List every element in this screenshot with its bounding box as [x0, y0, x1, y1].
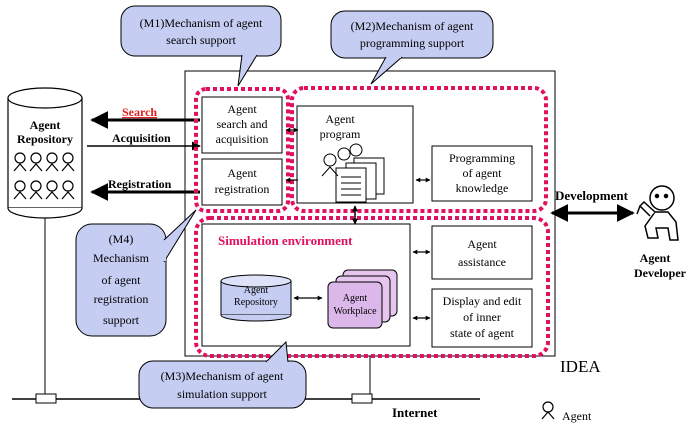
repository-agent-icon	[45, 152, 59, 172]
inner-repo-line1: Agent	[244, 285, 269, 296]
workplace-line1: Agent	[343, 293, 368, 304]
search-registration-group	[194, 87, 290, 213]
registration-line1: Agent	[227, 166, 257, 180]
callout-m3: (M3)Mechanism of agent simulation suppor…	[138, 340, 307, 409]
programming-line3: knowledge	[456, 181, 509, 195]
display-line1: Display and edit	[443, 294, 522, 308]
repository-agent-icons	[13, 152, 75, 200]
registration-box	[201, 158, 283, 206]
m4-line4: registration	[94, 292, 149, 306]
assistance-line1: Agent	[467, 237, 497, 251]
repository-agent-icon	[61, 152, 75, 172]
assistance-box	[431, 225, 533, 280]
internet-label: Internet	[392, 405, 438, 420]
m4-line5: support	[103, 313, 140, 327]
program-line1: Agent	[325, 112, 355, 126]
display-line2: of inner	[463, 310, 501, 324]
agent-workplace: Agent Workplace	[327, 269, 398, 329]
m1-line2: search support	[166, 33, 236, 47]
search-acq-line1: Agent	[227, 102, 257, 116]
search-acq-line2: search and	[217, 117, 268, 131]
agent-developer-icon	[636, 185, 679, 241]
idea-label: IDEA	[560, 357, 601, 376]
simulation-title: Simulation environment	[218, 233, 353, 248]
repository-agent-icon	[29, 180, 43, 200]
program-documents-icon	[321, 143, 385, 203]
display-line3: state of agent	[450, 326, 515, 340]
programming-box	[431, 145, 533, 202]
m3-line2: simulation support	[177, 387, 267, 401]
search-acquisition-box	[201, 96, 283, 154]
workplace-line2: Workplace	[333, 306, 377, 317]
agent-repository: Agent Repository	[7, 87, 83, 219]
inner-agent-repository: Agent Repository	[220, 274, 292, 322]
search-label: Search	[122, 105, 157, 119]
m4-line1: (M4)	[109, 232, 134, 246]
repository-agent-icon	[29, 152, 43, 172]
programming-line2: of agent	[463, 166, 503, 180]
repository-title-line2: Repository	[17, 132, 73, 146]
assistance-line2: assistance	[458, 255, 506, 269]
search-acq-line3: acquisition	[216, 132, 269, 146]
development-label: Development	[555, 188, 629, 203]
developer-line1: Agent	[640, 251, 671, 265]
simulation-group	[194, 216, 550, 358]
acquisition-label: Acquisition	[112, 131, 171, 145]
repository-title-line1: Agent	[30, 118, 61, 132]
display-edit-box	[431, 288, 533, 348]
m1-line1: (M1)Mechanism of agent	[140, 16, 263, 30]
m4-line2: Mechanism	[93, 251, 150, 265]
m4-line3: of agent	[102, 273, 142, 287]
registration-label: Registration	[108, 177, 172, 191]
developer-line2: Developer	[634, 266, 687, 280]
agent-legend-icon	[541, 401, 555, 420]
repository-agent-icon	[13, 180, 27, 200]
m2-line1: (M2)Mechanism of agent	[351, 19, 474, 33]
repository-network-node	[35, 393, 57, 404]
callout-m1: (M1)Mechanism of agent search support	[120, 5, 282, 87]
repository-agent-icon	[45, 180, 59, 200]
programming-group	[290, 86, 548, 213]
repository-agent-icon	[13, 152, 27, 172]
inner-repo-line2: Repository	[234, 297, 278, 308]
idea-network-node	[351, 393, 373, 404]
m2-line2: programming support	[360, 36, 465, 50]
registration-line2: registration	[215, 182, 270, 196]
program-line2: program	[320, 127, 361, 141]
m3-line1: (M3)Mechanism of agent	[161, 369, 284, 383]
legend-agent-label: Agent	[562, 409, 592, 423]
programming-line1: Programming	[449, 151, 515, 165]
callout-m2: (M2)Mechanism of agent programming suppo…	[330, 10, 494, 85]
repository-agent-icon	[61, 180, 75, 200]
callout-m4: (M4) Mechanism of agent registration sup…	[75, 209, 197, 337]
